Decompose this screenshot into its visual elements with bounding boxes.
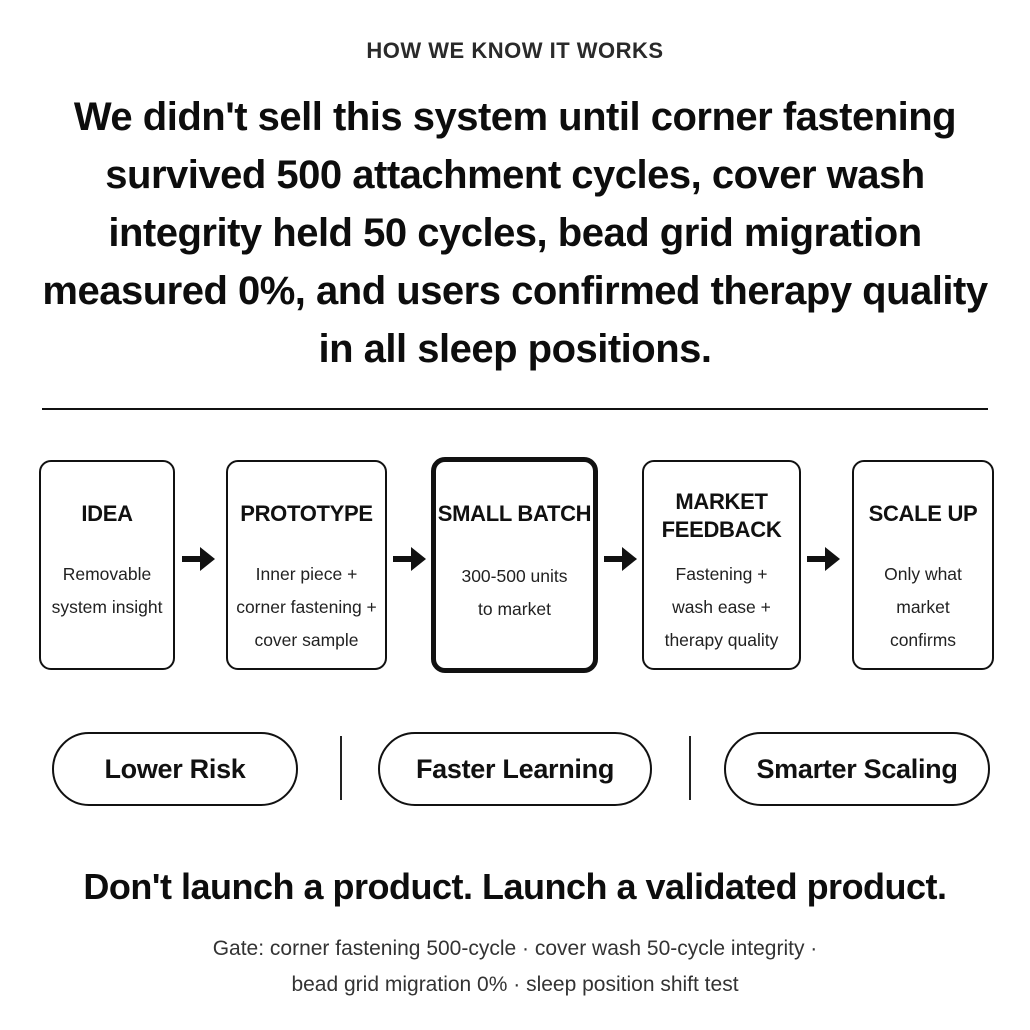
step-description: Fastening + wash ease + therapy quality (664, 564, 779, 650)
arrow-right-icon (604, 547, 637, 571)
pill-separator (689, 736, 691, 800)
tagline: Don't launch a product. Launch a validat… (83, 866, 947, 907)
step-market-feedback: MARKET FEEDBACK Fastening + wash ease + … (642, 460, 801, 670)
eyebrow-label: HOW WE KNOW IT WORKS (366, 38, 664, 63)
benefit-pill-lower-risk: Lower Risk (52, 732, 298, 806)
gate-line-2: bead grid migration 0% · sleep position … (291, 973, 739, 996)
step-prototype: PROTOTYPE Inner piece + corner fastening… (226, 460, 387, 670)
pill-separator (340, 736, 342, 800)
benefit-pill-faster-learning: Faster Learning (378, 732, 652, 806)
step-title: SCALE UP (868, 501, 978, 526)
arrow-right-icon (182, 547, 215, 571)
step-idea: IDEA Removable system insight (39, 460, 175, 670)
step-description: Inner piece + corner fastening + cover s… (236, 564, 377, 650)
step-title: MARKET FEEDBACK (661, 489, 782, 542)
step-title: SMALL BATCH (437, 501, 592, 526)
step-title: PROTOTYPE (240, 501, 373, 526)
step-description: 300-500 units to market (461, 566, 568, 619)
step-title: IDEA (81, 501, 133, 526)
arrow-right-icon (393, 547, 426, 571)
section-divider (42, 408, 988, 410)
gate-criteria: Gate: corner fastening 500-cycle · cover… (0, 931, 1030, 1003)
step-description: Only what market confirms (884, 564, 962, 650)
step-description: Removable system insight (51, 564, 163, 617)
arrow-right-icon (807, 547, 840, 571)
benefit-pill-smarter-scaling: Smarter Scaling (724, 732, 990, 806)
step-scale-up: SCALE UP Only what market confirms (852, 460, 994, 670)
gate-line-1: Gate: corner fastening 500-cycle · cover… (212, 937, 818, 960)
headline: We didn't sell this system until corner … (42, 95, 988, 371)
step-small-batch: SMALL BATCH 300-500 units to market (431, 457, 598, 673)
